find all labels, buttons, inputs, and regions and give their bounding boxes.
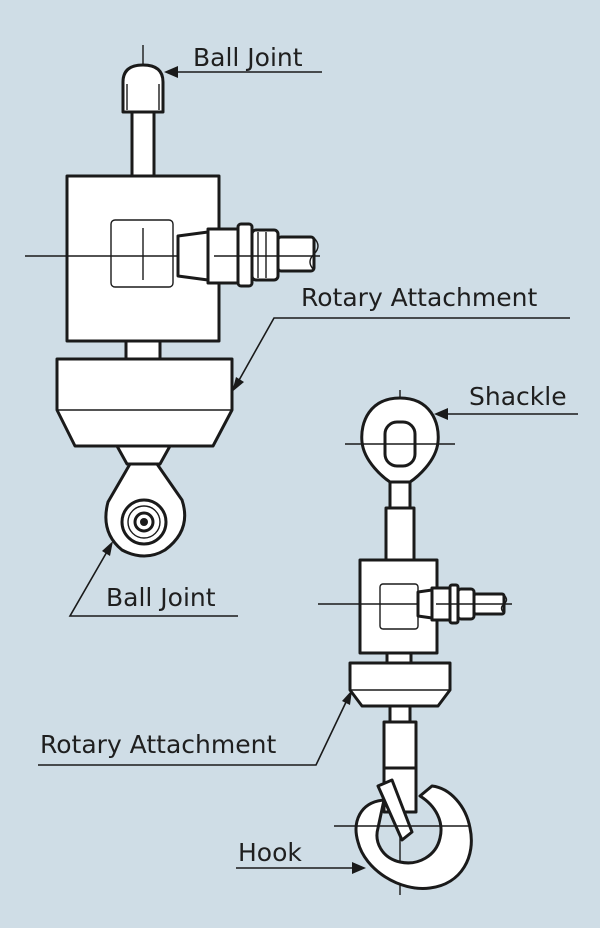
label-shackle: Shackle: [469, 382, 567, 411]
right-cable-connector: [416, 583, 512, 625]
bottom-ball-joint: [104, 444, 187, 558]
left-neck: [124, 339, 162, 361]
hook-latch: [376, 778, 414, 842]
left-rotary-attachment: [55, 357, 234, 448]
callout-ball-joint-top: Ball Joint: [164, 43, 322, 78]
left-body-window: [110, 219, 174, 288]
label-ball-joint-top: Ball Joint: [193, 43, 303, 72]
callout-shackle: Shackle: [434, 382, 578, 420]
right-rotary-attachment: [348, 661, 452, 708]
callout-ball-joint-bottom: Ball Joint: [68, 541, 238, 617]
label-ball-joint-bottom: Ball Joint: [106, 583, 216, 612]
label-hook: Hook: [238, 838, 302, 867]
top-ball-joint: [121, 63, 165, 180]
left-rotary-block: [55, 357, 234, 448]
label-rotary-attachment-top: Rotary Attachment: [301, 283, 537, 312]
left-assembly: [25, 45, 320, 558]
hook-body: [354, 784, 473, 890]
right-rotary-block: [348, 661, 452, 708]
top-ball-joint-stem: [130, 110, 156, 180]
hook-part: [334, 704, 473, 890]
callout-rotary-attachment-top: Rotary Attachment: [232, 283, 570, 392]
callout-hook: Hook: [236, 838, 366, 874]
right-assembly: [318, 390, 512, 895]
left-cable-connector: [176, 222, 320, 288]
shackle-part: [345, 396, 455, 562]
callout-rotary-attachment-bottom: Rotary Attachment: [38, 690, 352, 766]
label-rotary-attachment-bottom: Rotary Attachment: [40, 730, 276, 759]
top-ball-joint-head: [121, 63, 165, 114]
